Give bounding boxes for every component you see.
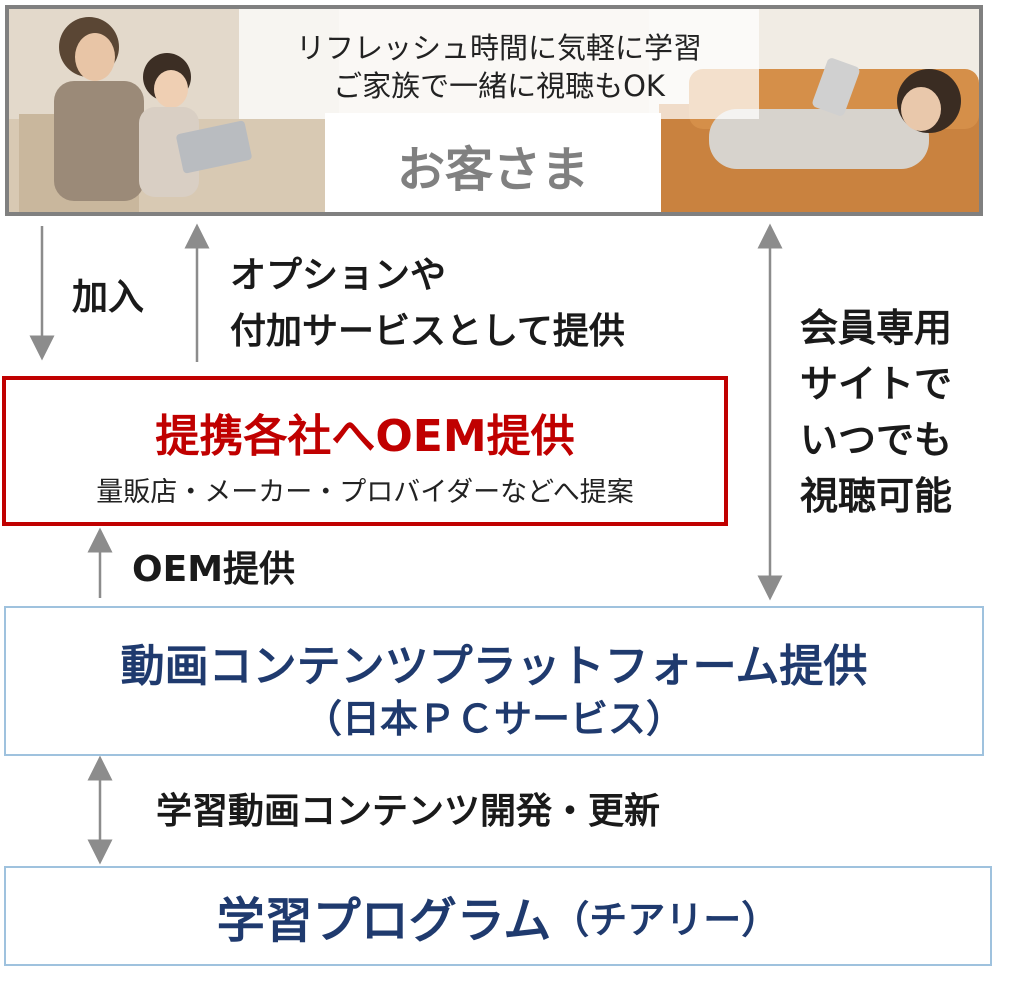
member-line-2: サイトで — [800, 362, 953, 406]
option-label: オプションや 付加サービスとして提供 — [230, 248, 625, 360]
oem-partner-box: 提携各社へOEM提供 量販店・メーカー・プロバイダーなどへ提案 — [2, 376, 728, 526]
join-label: 加入 — [72, 277, 145, 318]
caption-line-1: リフレッシュ時間に気軽に学習 — [295, 31, 702, 65]
customer-label: お客さま — [325, 113, 661, 212]
member-site-label: 会員専用 サイトで いつでも 視聴可能 — [800, 300, 952, 524]
oem-provide-label: OEM提供 — [132, 549, 296, 590]
member-line-1: 会員専用 — [800, 306, 953, 350]
platform-box: 動画コンテンツプラットフォーム提供 （日本ＰＣサービス） — [4, 606, 984, 756]
member-line-4: 視聴可能 — [800, 474, 953, 518]
oem-box-subtitle: 量販店・メーカー・プロバイダーなどへ提案 — [96, 477, 634, 508]
program-box: 学習プログラム （チアリー） — [4, 866, 992, 966]
option-line-1: オプションや — [230, 255, 447, 296]
customer-photo-banner: リフレッシュ時間に気軽に学習 ご家族で一緒に視聴もOK お客さま — [5, 5, 983, 216]
member-line-3: いつでも — [800, 418, 953, 462]
program-box-title: 学習プログラム — [216, 893, 552, 949]
platform-box-title: 動画コンテンツプラットフォーム提供 — [120, 641, 868, 692]
oem-box-title: 提携各社へOEM提供 — [155, 411, 575, 462]
platform-box-subtitle: （日本ＰＣサービス） — [303, 697, 684, 741]
option-line-2: 付加サービスとして提供 — [230, 311, 625, 352]
caption-line-2: ご家族で一緒に視聴もOK — [333, 69, 665, 103]
program-box-paren: （チアリー） — [551, 897, 780, 942]
banner-caption: リフレッシュ時間に気軽に学習 ご家族で一緒に視聴もOK — [239, 9, 759, 119]
content-dev-label: 学習動画コンテンツ開発・更新 — [156, 791, 661, 832]
